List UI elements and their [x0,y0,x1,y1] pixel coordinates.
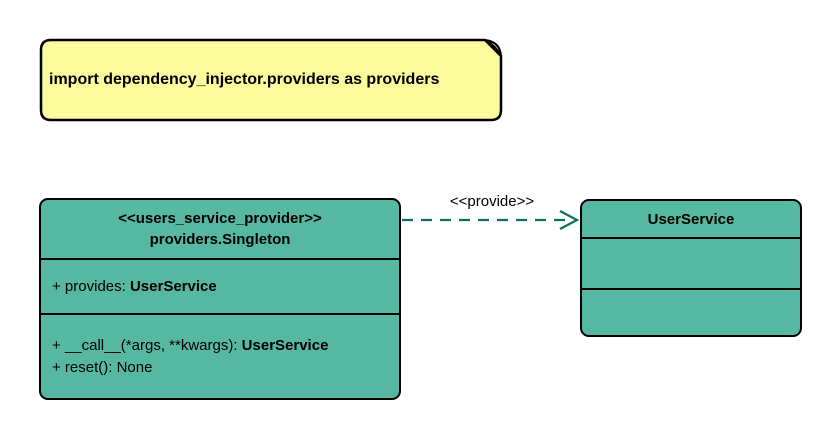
userservice-class-box: UserService [580,199,802,337]
userservice-attributes-section [582,237,800,288]
import-note: import dependency_injector.providers as … [41,40,501,120]
note-shape [39,38,503,122]
import-note-text: import dependency_injector.providers as … [49,71,440,88]
attribute-type: UserService [129,277,217,295]
class-name: providers.Singleton [149,231,291,248]
method-return-type: UserService [241,336,329,354]
note-body [39,38,503,122]
attribute-prefix: + provides: [52,277,130,295]
method-prefix: + __call__(*args, **kwargs): [52,336,242,354]
method-line: + reset(): None [52,357,399,379]
userservice-methods-section [582,288,800,335]
userservice-class-header: UserService [582,201,800,237]
singleton-methods-section: + __call__(*args, **kwargs): UserService… [41,313,399,398]
singleton-class-box: <<users_service_provider>> providers.Sin… [39,198,401,400]
method-prefix: + reset(): None [52,358,153,376]
class-name: UserService [647,210,735,228]
attribute-line: + provides: UserService [52,276,399,298]
singleton-attributes-section: + provides: UserService [41,258,399,313]
provide-arrow-label: <<provide>> [449,193,535,210]
singleton-class-header: <<users_service_provider>> providers.Sin… [41,200,399,258]
note-fold-icon [484,39,502,57]
open-arrowhead-icon [559,210,580,230]
method-line: + __call__(*args, **kwargs): UserService [52,335,399,357]
class-stereotype: <<users_service_provider>> [118,210,322,227]
provide-arrow [402,210,580,230]
